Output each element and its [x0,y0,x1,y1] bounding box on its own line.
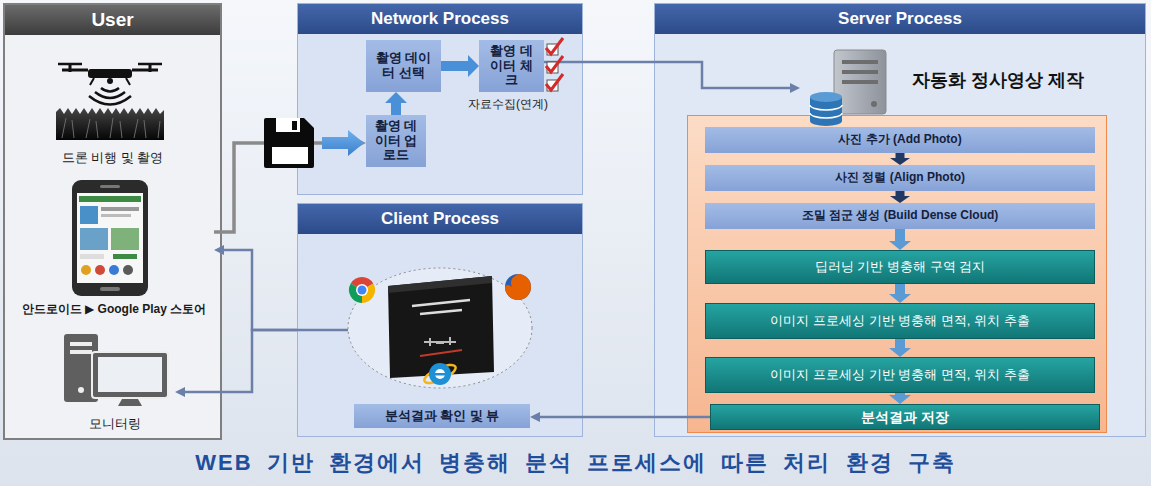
process-box: 촬영 데이터 업로드 [366,115,426,167]
process-panel: Server Process 자동화 정사영상 제작사진 추가 (Add Phot… [654,3,1146,437]
device-node: 드론 비행 및 촬영 [20,62,205,168]
figure-caption: WEB 기반 환경에서 병충해 분석 프로세스에 따른 처리 환경 구축 [0,448,1151,478]
panel-title: Client Process [298,204,582,234]
flow-connector [224,250,297,330]
panel-title: Server Process [655,4,1145,34]
device-label: 모니터링 [89,416,141,432]
box-label: 사진 정렬 (Align Photo) [835,171,965,185]
process-box: 분석결과 저장 [710,404,1100,430]
note-label: 자료수집(연계) [468,96,548,113]
server-node: 자동화 정사영상 제작 [800,45,1125,115]
process-box: 이미지 프로세싱 기반 병충해 면적, 위치 추출 [705,303,1095,339]
box-label: 조밀 점군 생성 (Build Dense Cloud) [802,209,999,223]
process-box: 이미지 프로세싱 기반 병충해 면적, 위치 추출 [705,357,1095,393]
panel-title: User [5,5,220,35]
device-node: 모니터링 [55,328,175,434]
box-label: 촬영 데이터 선택 [371,51,436,81]
process-box: 사진 추가 (Add Photo) [705,127,1095,153]
device-label: 드론 비행 및 촬영 [62,150,164,166]
process-box: 조밀 점군 생성 (Build Dense Cloud) [705,203,1095,229]
box-label: 분석결과 저장 [861,409,949,425]
box-label: 이미지 프로세싱 기반 병충해 면적, 위치 추출 [770,314,1029,329]
process-panel: User 드론 비행 및 촬영안드로이드 ▶ Google Play 스토어모니터… [3,3,222,440]
panel-title: Network Process [298,4,582,34]
box-label: 촬영 데이터 체크 [484,44,539,89]
box-label: 이미지 프로세싱 기반 병충해 면적, 위치 추출 [770,368,1029,383]
process-box: 촬영 데이터 선택 [366,40,441,92]
box-label: 촬영 데이터 업로드 [371,119,421,164]
server-label: 자동화 정사영상 제작 [912,68,1084,92]
device-node: 안드로이드 ▶ Google Play 스토어 [14,176,214,318]
process-box: 딥러닝 기반 병충해 구역 검지 [705,250,1095,284]
box-label: 딥러닝 기반 병충해 구역 검지 [815,260,985,275]
box-label: 사진 추가 (Add Photo) [838,133,961,147]
process-panel: Client Process 분석결과 확인 및 뷰 [297,203,583,437]
process-box: 사진 정렬 (Align Photo) [705,165,1095,191]
process-box: 촬영 데이터 체크 [479,40,544,92]
process-box: 분석결과 확인 및 뷰 [354,404,530,428]
floppy-slot [292,121,297,130]
device-label: 안드로이드 ▶ Google Play 스토어 [22,302,207,316]
box-label: 분석결과 확인 및 뷰 [385,409,500,424]
floppy-shutter [276,118,300,132]
